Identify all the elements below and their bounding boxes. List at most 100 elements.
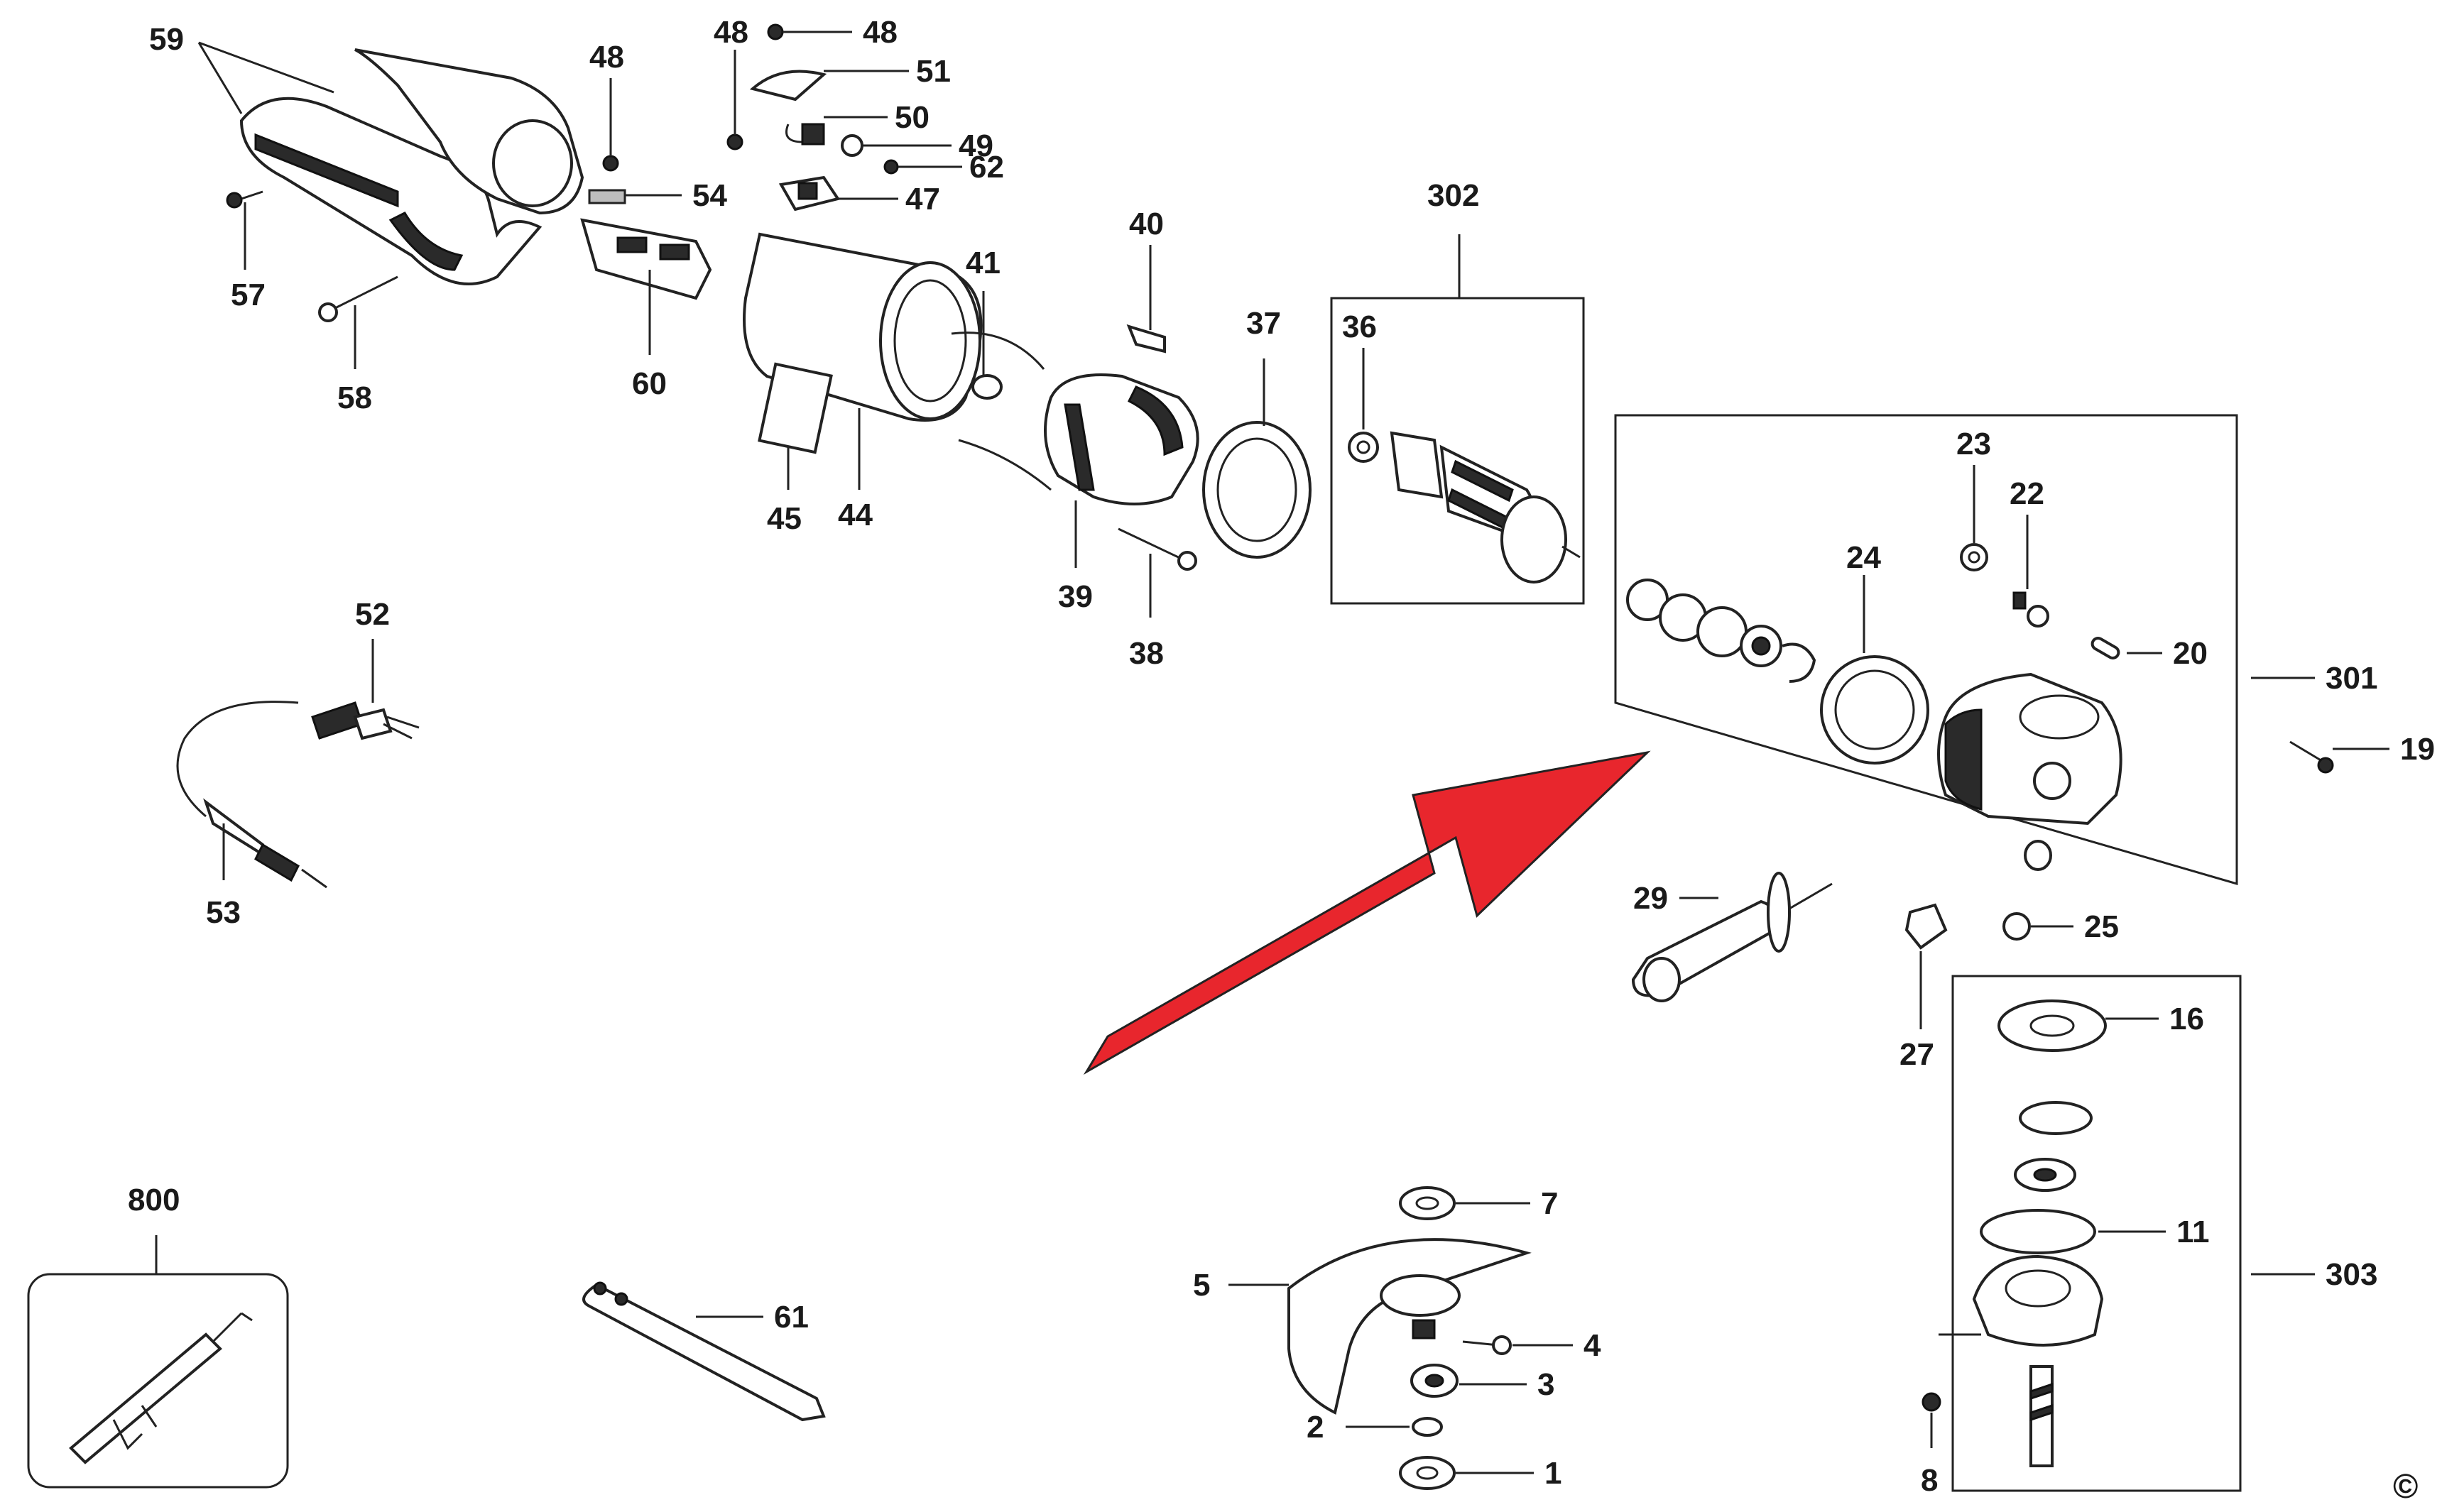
spindle — [2029, 1365, 2054, 1467]
label-4: 4 — [1584, 1328, 1601, 1363]
stator-39 — [951, 332, 1199, 568]
label-plate-45 — [758, 362, 833, 454]
screw-48-top — [767, 23, 852, 40]
bearing — [2014, 1158, 2076, 1192]
label-24: 24 — [1846, 540, 1881, 575]
label-53: 53 — [206, 895, 241, 930]
label-11: 11 — [2176, 1215, 2210, 1249]
pin-20 — [2091, 637, 2162, 659]
label-301: 301 — [2326, 661, 2377, 696]
label-50: 50 — [895, 100, 930, 135]
bushing — [2024, 840, 2052, 871]
red-direction-arrow — [1083, 750, 1651, 1075]
label-20: 20 — [2173, 636, 2208, 671]
flange-1 — [1399, 1456, 1534, 1490]
bearing-set — [1626, 579, 1816, 683]
label-27: 27 — [1899, 1037, 1934, 1072]
screw-48-left — [602, 78, 619, 172]
label-5: 5 — [1193, 1268, 1210, 1303]
cable-guard-53 — [203, 798, 327, 889]
label-23: 23 — [1956, 427, 1991, 461]
screw-48-mid — [726, 50, 743, 150]
label-39: 39 — [1058, 579, 1093, 614]
screw-8 — [1922, 1392, 1941, 1448]
pinion-27 — [1904, 903, 1948, 1029]
nut-23 — [1960, 465, 1988, 571]
bolt-4 — [1462, 1335, 1573, 1355]
screw-19 — [2289, 740, 2389, 774]
armature — [1390, 431, 1581, 584]
label-40: 40 — [1129, 207, 1164, 241]
label-62: 62 — [969, 150, 1004, 185]
accessory-box-800 — [27, 1273, 289, 1489]
label-22: 22 — [2010, 476, 2044, 511]
retaining-ring — [2019, 1101, 2093, 1135]
screw-57 — [226, 190, 263, 270]
label-60: 60 — [632, 366, 667, 401]
label-16: 16 — [2169, 1002, 2204, 1036]
gear-housing — [1937, 672, 2122, 826]
rear-handle-housing — [239, 48, 584, 285]
label-36: 36 — [1342, 309, 1377, 344]
flange-3 — [1410, 1364, 1527, 1398]
label-59: 59 — [149, 22, 184, 57]
label-52: 52 — [355, 597, 390, 632]
screw-58 — [318, 275, 398, 369]
label-45: 45 — [767, 501, 802, 536]
clip-40 — [1126, 245, 1166, 354]
screw-62 — [883, 159, 962, 175]
label-29: 29 — [1633, 881, 1668, 916]
switch-60 — [580, 218, 712, 355]
label-1: 1 — [1544, 1456, 1561, 1491]
label-58: 58 — [337, 380, 372, 415]
armature-box-302 — [1330, 297, 1585, 605]
nut-25 — [2002, 912, 2073, 941]
label-44: 44 — [838, 498, 873, 532]
label-302: 302 — [1427, 178, 1479, 213]
power-cable — [176, 639, 420, 818]
label-48-top: 48 — [863, 15, 898, 50]
spring-cover-51 — [749, 70, 827, 102]
label-25: 25 — [2084, 909, 2119, 944]
label-51: 51 — [916, 54, 951, 89]
motor-housing-44 — [743, 232, 983, 490]
bearing-flange — [1972, 1254, 2104, 1347]
carbon-brush-50 — [785, 116, 888, 146]
grease-gun — [69, 1312, 253, 1464]
label-19: 19 — [2400, 732, 2435, 767]
spring-22 — [2012, 515, 2049, 628]
label-800: 800 — [128, 1183, 180, 1217]
copyright-mark: © — [2393, 1468, 2418, 1506]
fan-baffle-37 — [1202, 358, 1312, 559]
label-8: 8 — [1921, 1463, 1938, 1498]
screw-38 — [1118, 527, 1197, 618]
spanner-61 — [582, 1281, 826, 1422]
brush-holder-47 — [778, 175, 898, 212]
label-37: 37 — [1246, 306, 1281, 341]
label-3: 3 — [1537, 1367, 1554, 1402]
o-ring-11 — [1980, 1209, 2166, 1254]
label-7: 7 — [1541, 1186, 1558, 1221]
gear-16 — [1997, 999, 2159, 1052]
side-handle-29 — [1631, 872, 1833, 1002]
washer-2 — [1346, 1417, 1443, 1437]
label-41: 41 — [966, 246, 1001, 280]
gear-head-box-301 — [1614, 414, 2238, 885]
spring-49 — [841, 134, 952, 157]
outer-flange-7 — [1399, 1186, 1530, 1220]
label-2: 2 — [1307, 1410, 1324, 1445]
wheel-guard-5 — [1228, 1238, 1532, 1415]
label-61: 61 — [774, 1300, 809, 1335]
spindle-box-303 — [1951, 975, 2242, 1492]
label-54: 54 — [692, 178, 727, 213]
lever-54 — [588, 189, 626, 204]
gear-24 — [1820, 575, 1929, 765]
label-48-left: 48 — [589, 40, 624, 75]
bearing-36 — [1348, 348, 1379, 463]
label-303: 303 — [2326, 1257, 2377, 1292]
label-49: 49 — [959, 128, 993, 163]
label-48-mid: 48 — [714, 15, 748, 50]
label-47: 47 — [905, 182, 940, 217]
label-38: 38 — [1129, 636, 1164, 671]
